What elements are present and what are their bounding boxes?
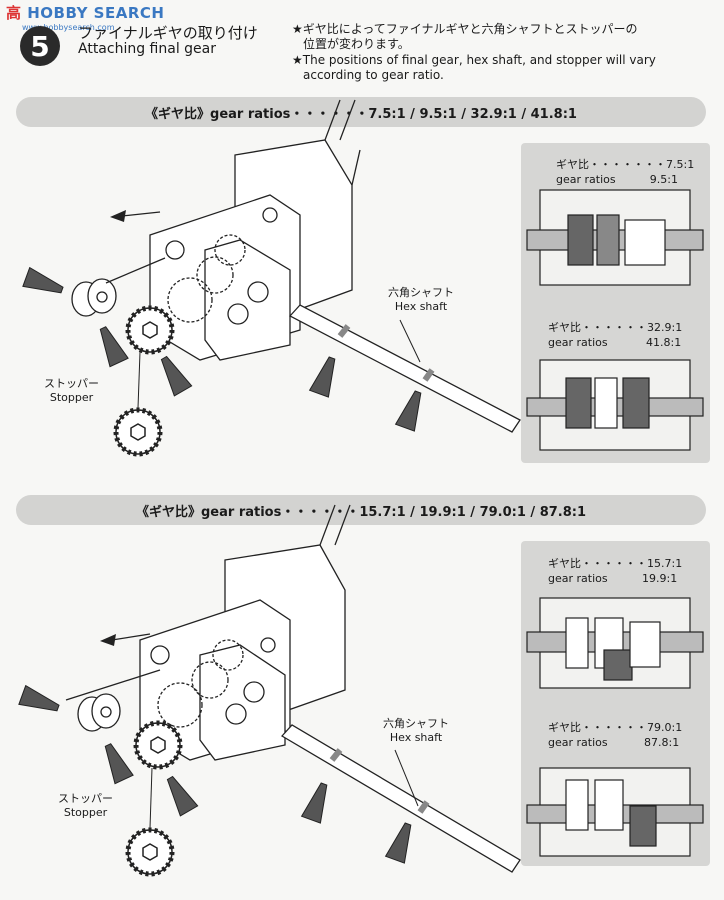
inset-label-en: gear ratios <box>548 736 608 749</box>
final-gear-front-bottom <box>128 767 172 874</box>
stopper-bottom <box>65 669 161 732</box>
inset-gearbox-c <box>526 597 704 689</box>
direction-arrow-bottom <box>100 633 151 646</box>
inset-label-en: gear ratios <box>548 336 608 349</box>
inset-label-jp: ギヤ比・・・・・・15.7:1 <box>548 557 683 570</box>
inset-label-a: ギヤ比・・・・・・・7.5:1 gear ratios 9.5:1 <box>556 157 694 187</box>
inset-label-jp: ギヤ比・・・・・・・7.5:1 <box>556 158 695 171</box>
inset-label-c: ギヤ比・・・・・・15.7:1 gear ratios 19.9:1 <box>548 556 682 586</box>
note-en-line2: according to gear ratio. <box>303 68 444 82</box>
direction-arrow-top <box>110 210 161 222</box>
inset-gearbox-d <box>526 767 704 857</box>
hex-shaft-top <box>288 304 521 433</box>
final-gear-bottom <box>136 723 180 767</box>
note-en-line1: ★The positions of final gear, hex shaft,… <box>292 53 656 67</box>
inset-label-en: gear ratios <box>556 173 616 186</box>
watermark-brand: 高 HOBBY SEARCH <box>6 4 165 22</box>
inset-ratio: 87.8:1 <box>644 736 680 749</box>
final-gear-top <box>128 308 172 352</box>
inset-ratio: 41.8:1 <box>646 336 682 349</box>
note-jp-line1: ★ギヤ比によってファイナルギヤと六角シャフトとストッパーの <box>292 22 638 36</box>
inset-label-en: gear ratios <box>548 572 608 585</box>
step-number-badge: 5 <box>20 26 60 66</box>
stopper-top <box>71 257 166 317</box>
inset-label-b: ギヤ比・・・・・・32.9:1 gear ratios 41.8:1 <box>548 320 682 350</box>
watermark-url: www.hobbysearch.com <box>22 23 115 32</box>
step-title-en: Attaching final gear <box>78 41 217 57</box>
inset-gearbox-a <box>526 189 704 286</box>
gear-ratio-banner-bottom: 《ギヤ比》gear ratios・・・・・・15.7:1 / 19.9:1 / … <box>16 495 706 525</box>
inset-label-jp: ギヤ比・・・・・・32.9:1 <box>548 321 683 334</box>
gearbox-top <box>149 99 361 361</box>
inset-ratio: 9.5:1 <box>649 173 678 186</box>
gear-ratio-banner-top: 《ギヤ比》gear ratios・・・・・・7.5:1 / 9.5:1 / 32… <box>16 97 706 127</box>
step-title-jp: ファイナルギヤの取り付け <box>78 24 258 42</box>
final-gear-front-top <box>116 351 160 454</box>
note-jp-line2: 位置が変わります。 <box>303 37 410 51</box>
hex-shaft-bottom <box>280 724 521 873</box>
inset-label-d: ギヤ比・・・・・・79.0:1 gear ratios 87.8:1 <box>548 720 682 750</box>
inset-label-jp: ギヤ比・・・・・・79.0:1 <box>548 721 683 734</box>
inset-gearbox-b <box>526 359 704 451</box>
gearbox-bottom <box>139 504 351 761</box>
inset-ratio: 19.9:1 <box>642 572 678 585</box>
